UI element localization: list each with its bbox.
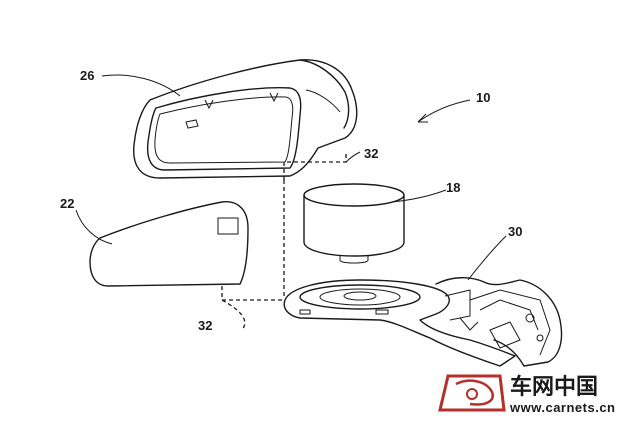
watermark-url: www.carnets.cn (509, 400, 616, 415)
label-26: 26 (80, 68, 94, 83)
mirror-glass (89, 201, 249, 287)
label-18: 18 (446, 180, 460, 195)
base-bracket (283, 277, 563, 367)
reference-numerals: 26 10 32 18 22 30 32 (60, 68, 522, 333)
connector-lines (221, 154, 347, 331)
label-22: 22 (60, 196, 74, 211)
actuator-motor (303, 183, 405, 264)
label-30: 30 (508, 224, 522, 239)
carnets-logo-icon (438, 374, 506, 412)
label-10: 10 (476, 90, 490, 105)
label-32-lower: 32 (198, 318, 212, 333)
label-32-upper: 32 (364, 146, 378, 161)
mirror-housing (133, 59, 358, 179)
leader-lines (75, 74, 507, 281)
watermark-chinese: 车网中国 (510, 374, 598, 400)
watermark: 车网中国 www.carnets.cn (438, 374, 616, 415)
